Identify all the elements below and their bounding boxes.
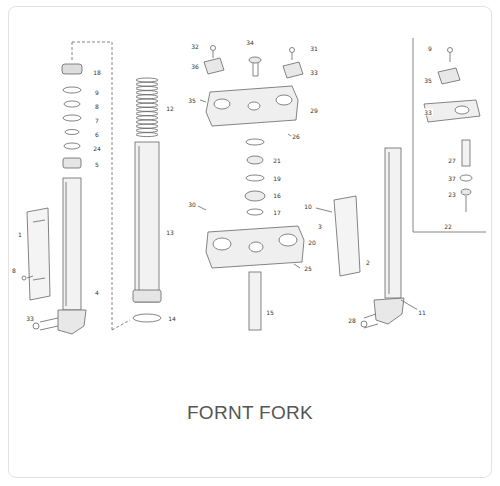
callout-number: 9 [427,45,433,52]
callout-number: 9 [94,89,100,96]
callout-number: 8 [94,103,100,110]
callout-number: 30 [187,201,197,208]
callout-number: 13 [165,229,175,236]
coil-turn [136,133,158,137]
coil-turn [136,91,158,95]
callout-number: 33 [25,315,35,322]
callout-number: 18 [92,69,102,76]
callout-number: 8 [11,267,17,274]
callout-number: 4 [94,289,100,296]
coil-turn [136,99,158,103]
coil-turn [136,95,158,99]
callout-number: 33 [309,69,319,76]
callout-number: 22 [443,223,453,230]
coil-turn [136,107,158,111]
callout-number: 15 [265,309,275,316]
callout-number: 12 [165,105,175,112]
triple-clamp [198,46,304,331]
callout-number: 37 [447,175,457,182]
coil-turn [136,120,158,124]
right-fork [316,148,418,328]
callout-number: 14 [167,315,177,322]
callout-number: 6 [94,131,100,138]
callout-number: 2 [365,259,371,266]
callout-number: 26 [291,133,301,140]
coil-turn [136,86,158,90]
callout-number: 17 [272,209,282,216]
coil-turn [136,82,158,86]
callout-number: 32 [190,43,200,50]
callout-number: 35 [187,97,197,104]
callout-number: 23 [447,191,457,198]
callout-number: 21 [272,157,282,164]
coil-turn [136,128,158,132]
callout-number: 31 [309,45,319,52]
callout-number: 36 [190,63,200,70]
callout-number: 3 [317,223,323,230]
callout-number: 19 [272,175,282,182]
callout-number: 28 [347,317,357,324]
inset-detail [413,38,486,232]
callout-number: 25 [303,265,313,272]
coil-turn [136,116,158,120]
left-fork [22,42,112,334]
callout-number: 7 [94,117,100,124]
callout-number: 24 [92,145,102,152]
callout-number: 5 [94,161,100,168]
callout-number: 33 [423,109,433,116]
coil-turn [136,103,158,107]
callout-number: 27 [447,157,457,164]
callout-number: 10 [303,203,313,210]
callout-number: 20 [307,239,317,246]
callout-number: 16 [272,192,282,199]
spring-and-tube [112,78,161,330]
callout-number: 35 [423,77,433,84]
spring-coil [136,78,158,137]
callout-number: 34 [245,39,255,46]
callout-number: 29 [309,107,319,114]
callout-number: 11 [417,309,427,316]
coil-turn [136,78,158,82]
caption: FORNT FORK [0,402,500,424]
callout-number: 1 [17,231,23,238]
coil-turn [136,124,158,128]
coil-turn [136,112,158,116]
